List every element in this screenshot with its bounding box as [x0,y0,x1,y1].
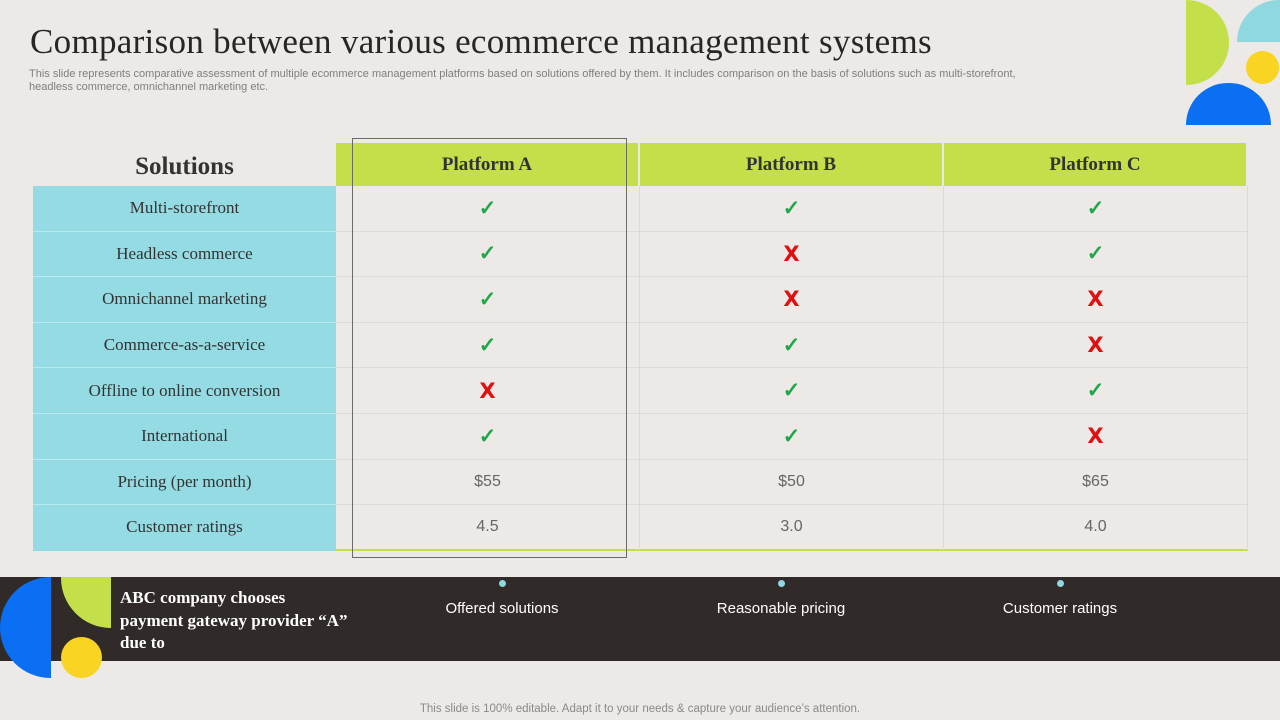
platform-c-cell: ✓ [944,368,1248,414]
cross-icon: X [783,241,800,266]
checkmark-icon: ✓ [782,196,801,220]
solution-label: Pricing (per month) [33,459,336,506]
bullet-dot-icon [777,580,785,587]
platform-a-cell: ✓ [336,277,640,323]
platform-a-cell: X [336,368,640,414]
cross-icon: X [783,287,800,312]
bullet-dot-icon [498,580,506,587]
checkmark-icon: ✓ [478,196,497,220]
solutions-header: Solutions [135,152,234,180]
table-row: Offline to online conversion X ✓ ✓ [33,368,1248,414]
decorative-teal-quarter-circle [1237,0,1280,42]
decorative-yellow-circle [1246,51,1279,84]
reason-customer-ratings: Customer ratings [980,580,1140,618]
platform-a-cell: ✓ [336,186,640,232]
platform-b-cell: ✓ [640,186,944,232]
checkmark-icon: ✓ [1086,379,1105,403]
platform-b-header: Platform B [640,143,944,186]
platform-c-cell: X [944,413,1248,460]
platform-c-cell: $65 [944,459,1248,506]
checkmark-icon: ✓ [1086,196,1105,220]
checkmark-icon: ✓ [478,333,497,357]
cross-icon: X [1087,287,1104,312]
platform-b-cell: ✓ [640,322,944,369]
platform-c-cell: X [944,277,1248,323]
table-row: Pricing (per month)$55$50$65 [33,459,1248,506]
reason-label: Reasonable pricing [716,600,846,617]
reason-reasonable-pricing: Reasonable pricing [701,580,861,618]
decorative-blue-half-circle [1186,83,1271,125]
platform-a-highlight-box [352,138,627,558]
cross-icon: X [1087,333,1104,358]
solution-label: Customer ratings [33,505,336,551]
table-row: Commerce-as-a-service ✓ ✓ X [33,322,1248,369]
solution-label: Offline to online conversion [33,368,336,414]
reason-label: Offered solutions [445,600,559,617]
platform-c-header: Platform C [944,143,1248,186]
solution-label: Multi-storefront [33,186,336,232]
table-row: Headless commerce ✓ X ✓ [33,231,1248,278]
slide-subtitle: This slide represents comparative assess… [29,68,1016,93]
platform-b-cell: $50 [640,459,944,506]
checkmark-icon: ✓ [478,424,497,448]
table-row: Omnichannel marketing ✓ X X [33,277,1248,323]
platform-c-cell: 4.0 [944,505,1248,551]
checkmark-icon: ✓ [478,242,497,266]
platform-a-cell: ✓ [336,413,640,460]
table-row: International ✓ ✓ X [33,413,1248,460]
checkmark-icon: ✓ [478,287,497,311]
solution-label: International [33,413,336,460]
solution-label: Headless commerce [33,231,336,278]
bullet-dot-icon [1056,580,1064,587]
platform-b-cell: ✓ [640,368,944,414]
platform-c-cell: X [944,322,1248,369]
table-body: Multi-storefront✓✓✓Headless commerce✓X✓O… [33,186,1248,551]
table-header-row: Solutions Platform A Platform B Platform… [33,143,1248,186]
checkmark-icon: ✓ [1086,242,1105,266]
checkmark-icon: ✓ [782,379,801,403]
conclusion-text: ABC company chooses payment gateway prov… [120,588,348,652]
solution-label: Omnichannel marketing [33,277,336,323]
footer-note: This slide is 100% editable. Adapt it to… [419,703,861,715]
solution-label: Commerce-as-a-service [33,322,336,369]
platform-a-header: Platform A [336,143,640,186]
platform-a-cell: ✓ [336,231,640,278]
platform-a-cell: ✓ [336,322,640,369]
cross-icon: X [479,378,496,403]
table-row: Multi-storefront ✓ ✓ ✓ [33,186,1248,232]
slide-title: Comparison between various ecommerce man… [30,22,932,61]
comparison-table: Solutions Platform A Platform B Platform… [33,143,1248,551]
platform-c-cell: ✓ [944,231,1248,278]
platform-a-cell: 4.5 [336,505,640,551]
platform-b-cell: X [640,231,944,278]
reason-offered-solutions: Offered solutions [422,580,582,618]
platform-b-cell: ✓ [640,413,944,460]
reason-label: Customer ratings [1002,600,1118,617]
checkmark-icon: ✓ [782,333,801,357]
platform-b-cell: 3.0 [640,505,944,551]
decorative-green-half-circle [1186,0,1229,85]
platform-c-cell: ✓ [944,186,1248,232]
platform-a-cell: $55 [336,459,640,506]
decorative-yellow-circle-bottom [61,637,102,678]
conclusion-band [0,577,1280,661]
platform-b-cell: X [640,277,944,323]
checkmark-icon: ✓ [782,424,801,448]
cross-icon: X [1087,424,1104,449]
